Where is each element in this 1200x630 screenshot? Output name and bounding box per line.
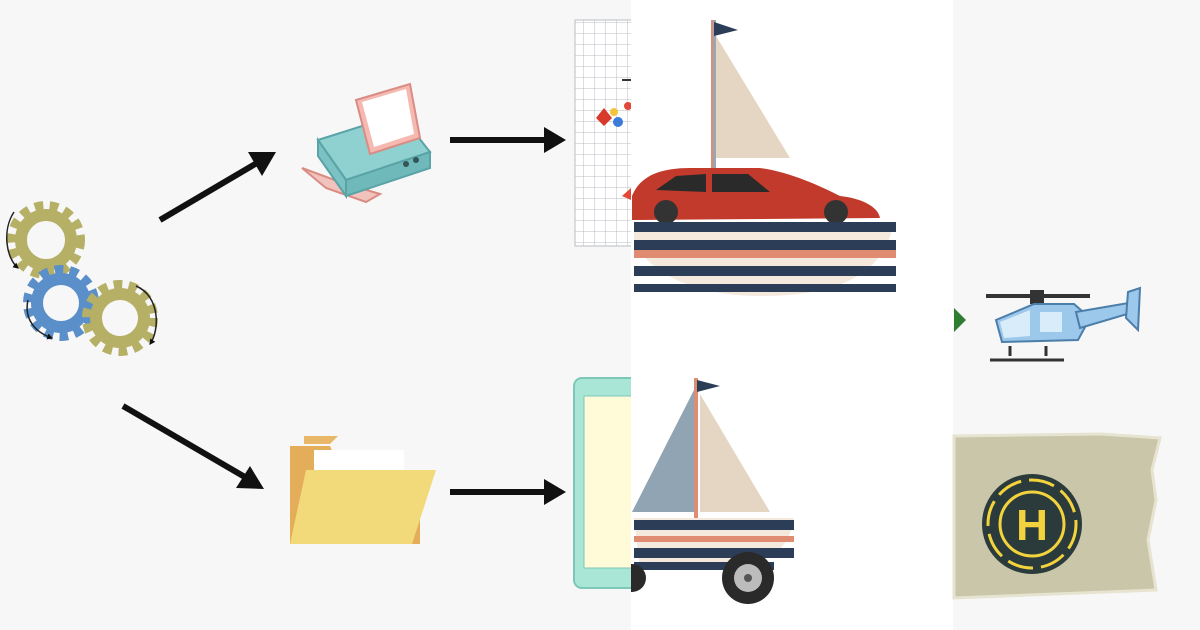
grid-paper-icon: [574, 19, 631, 247]
tablet-icon: [573, 377, 631, 589]
car-on-boat-icon: [632, 20, 896, 296]
printer-icon: [301, 82, 432, 204]
sailboat-with-wheels-icon: [631, 378, 794, 604]
car-icon: [632, 168, 880, 224]
folder-icon: [290, 436, 436, 544]
arrow-gears-to-folder: [121, 403, 264, 489]
arrow-gears-to-printer: [158, 152, 276, 223]
gears-icon: [6, 201, 158, 356]
arrow-folder-to-tablet: [450, 479, 566, 505]
green-marker: [954, 308, 966, 332]
helicopter-icon: [986, 286, 1142, 362]
gear-olive-bottom: [82, 280, 158, 356]
wheel-icon: [722, 552, 774, 604]
arrow-printer-to-grid: [450, 127, 566, 153]
wheel-icon: [631, 564, 646, 592]
helipad-letter: H: [1016, 501, 1048, 550]
gear-olive-top: [7, 201, 85, 279]
helipad-icon: H: [952, 432, 1162, 600]
